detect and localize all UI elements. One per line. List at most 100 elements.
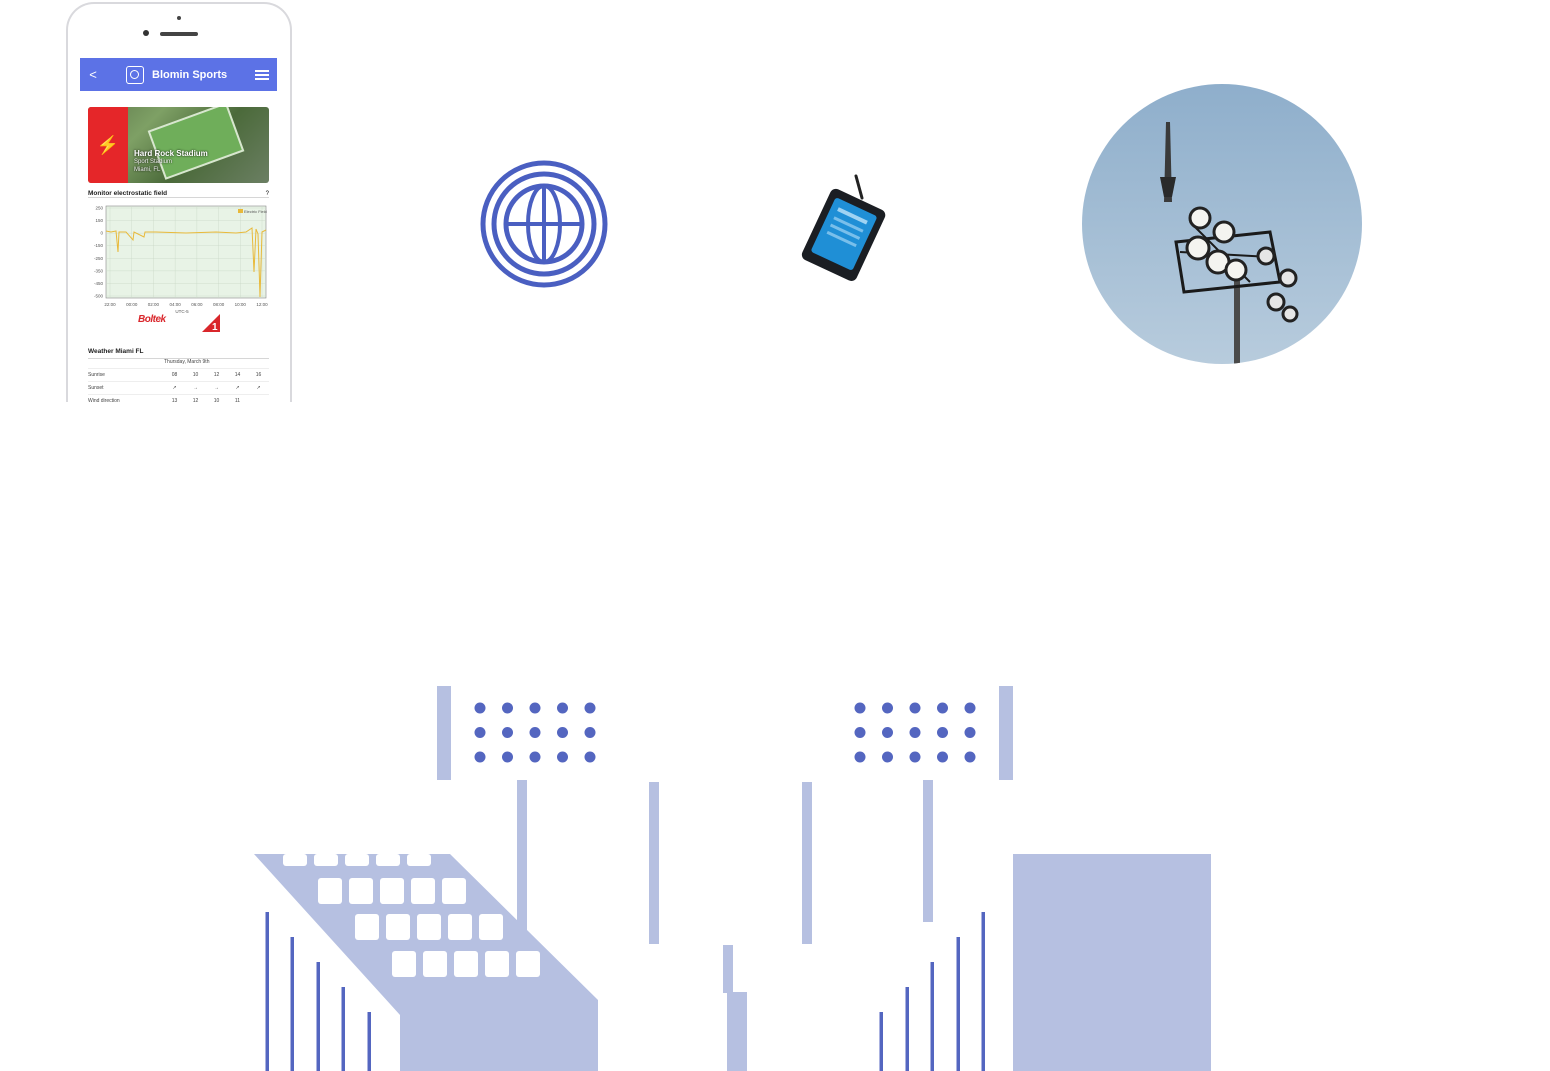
y-tick-label: -150 — [94, 243, 104, 248]
floodlight-dot — [529, 727, 541, 738]
globe-icon — [480, 160, 608, 288]
floodlight-dot — [854, 702, 866, 714]
stadium-card[interactable]: ⚡ Hard Rock Stadium Sport Stadium Miami,… — [88, 107, 269, 183]
floodlight-dot — [854, 727, 866, 738]
left-floodlight-pole — [437, 686, 451, 780]
weather-cell: 12 — [192, 398, 199, 402]
weather-cell: 10 — [213, 398, 220, 402]
floodlight-dot — [964, 702, 976, 714]
floodlight-dot — [937, 751, 948, 763]
stadium-name: Hard Rock Stadium — [134, 149, 208, 158]
weather-date: Thursday, March 9th — [164, 359, 210, 365]
weather-cell: ↗ — [235, 385, 240, 391]
stand-line — [367, 1012, 371, 1071]
x-tick-label: 22:00 — [104, 302, 116, 307]
floodlight-dot — [882, 702, 893, 714]
weather-cell: ↗ — [172, 385, 177, 391]
left-stand-seats — [283, 854, 540, 977]
floodlight-dot — [502, 751, 513, 763]
floodlight-dot — [474, 702, 486, 714]
stand-line — [956, 937, 960, 1071]
y-tick-label: 250 — [95, 206, 103, 211]
right-tower-post — [923, 780, 933, 922]
stand-seat — [314, 854, 338, 866]
floodlight-dot — [964, 751, 976, 763]
stand-seat — [407, 854, 431, 866]
right-floodlight-pole — [999, 686, 1013, 780]
stand-seat — [442, 878, 466, 904]
stadium-location: Miami, FL — [134, 167, 161, 173]
x-tick-label: 06:00 — [191, 302, 203, 307]
center-block-lower — [727, 992, 747, 1071]
floodlight-dot — [909, 751, 921, 763]
phone-mockup: < Blomin Sports ⚡ Hard Rock Stadium Spor… — [66, 2, 292, 402]
stand-seat — [392, 951, 416, 977]
stand-seat — [423, 951, 447, 977]
y-tick-label: -450 — [94, 281, 104, 286]
boltek-logo: Boltek — [138, 314, 166, 325]
info-icon[interactable]: ? — [265, 190, 269, 197]
left-tower-post — [517, 780, 527, 950]
stand-line — [290, 937, 294, 1071]
weather-cell: 12 — [213, 372, 220, 378]
center-right-post — [802, 782, 812, 944]
chart-section-title: Monitor electrostatic field — [88, 190, 168, 197]
stand-seat — [386, 914, 410, 940]
legend-swatch — [238, 209, 243, 213]
floodlight-dot — [909, 702, 921, 714]
right-vertical-lines — [879, 912, 985, 1071]
right-floodlight-dots — [854, 702, 976, 763]
lightning-bolt-icon: ⚡ — [88, 107, 128, 183]
stand-line — [930, 962, 934, 1071]
stand-seat — [485, 951, 509, 977]
legend-label: Electric Field — [244, 209, 267, 214]
y-tick-label: -250 — [94, 256, 104, 261]
center-block-upper — [723, 945, 733, 993]
x-tick-label: 12:00 — [256, 302, 268, 307]
stand-line — [265, 912, 269, 1071]
floodlight-dot — [557, 702, 568, 714]
stand-line — [879, 1012, 883, 1071]
hamburger-menu-icon[interactable] — [255, 69, 269, 80]
y-tick-label: -350 — [94, 268, 104, 273]
app-logo-icon — [126, 65, 144, 84]
floodlight-dot — [529, 751, 541, 763]
weather-section-title: Weather Miami FL — [88, 348, 144, 355]
x-tick-label: 08:00 — [213, 302, 225, 307]
stand-seat — [380, 878, 404, 904]
chevron-left-icon[interactable]: < — [89, 67, 97, 82]
floodlight-dot — [529, 702, 541, 714]
x-tick-label: 02:00 — [148, 302, 160, 307]
stand-line — [905, 987, 909, 1071]
floodlight-dot — [854, 751, 866, 763]
x-tick-label: 04:00 — [170, 302, 182, 307]
weather-cell: 13 — [171, 398, 178, 402]
floodlight-dot — [937, 727, 948, 738]
stand-seat — [448, 914, 472, 940]
stand-seat — [376, 854, 400, 866]
weather-date-row: Thursday, March 9th — [88, 356, 269, 369]
floodlight-dot — [502, 702, 513, 714]
floodlight-dot — [964, 727, 976, 738]
floodlight-dot — [584, 702, 596, 714]
chart-grid — [106, 206, 266, 298]
weather-cell: 14 — [234, 372, 241, 378]
center-left-post — [649, 782, 659, 944]
y-tick-label: -500 — [94, 294, 104, 299]
stand-seat — [283, 854, 307, 866]
floodlight-dot — [502, 727, 513, 738]
stand-seat — [345, 854, 369, 866]
divider — [88, 197, 269, 198]
phone-camera — [143, 30, 149, 36]
stadium-type: Sport Stadium — [134, 159, 173, 165]
stand-seat — [411, 878, 435, 904]
weather-row-label: Wind direction — [88, 398, 120, 402]
stand-line — [316, 962, 320, 1071]
x-tick-label: 00:00 — [126, 302, 138, 307]
stand-seat — [454, 951, 478, 977]
stadium-aerial-image — [147, 107, 245, 180]
